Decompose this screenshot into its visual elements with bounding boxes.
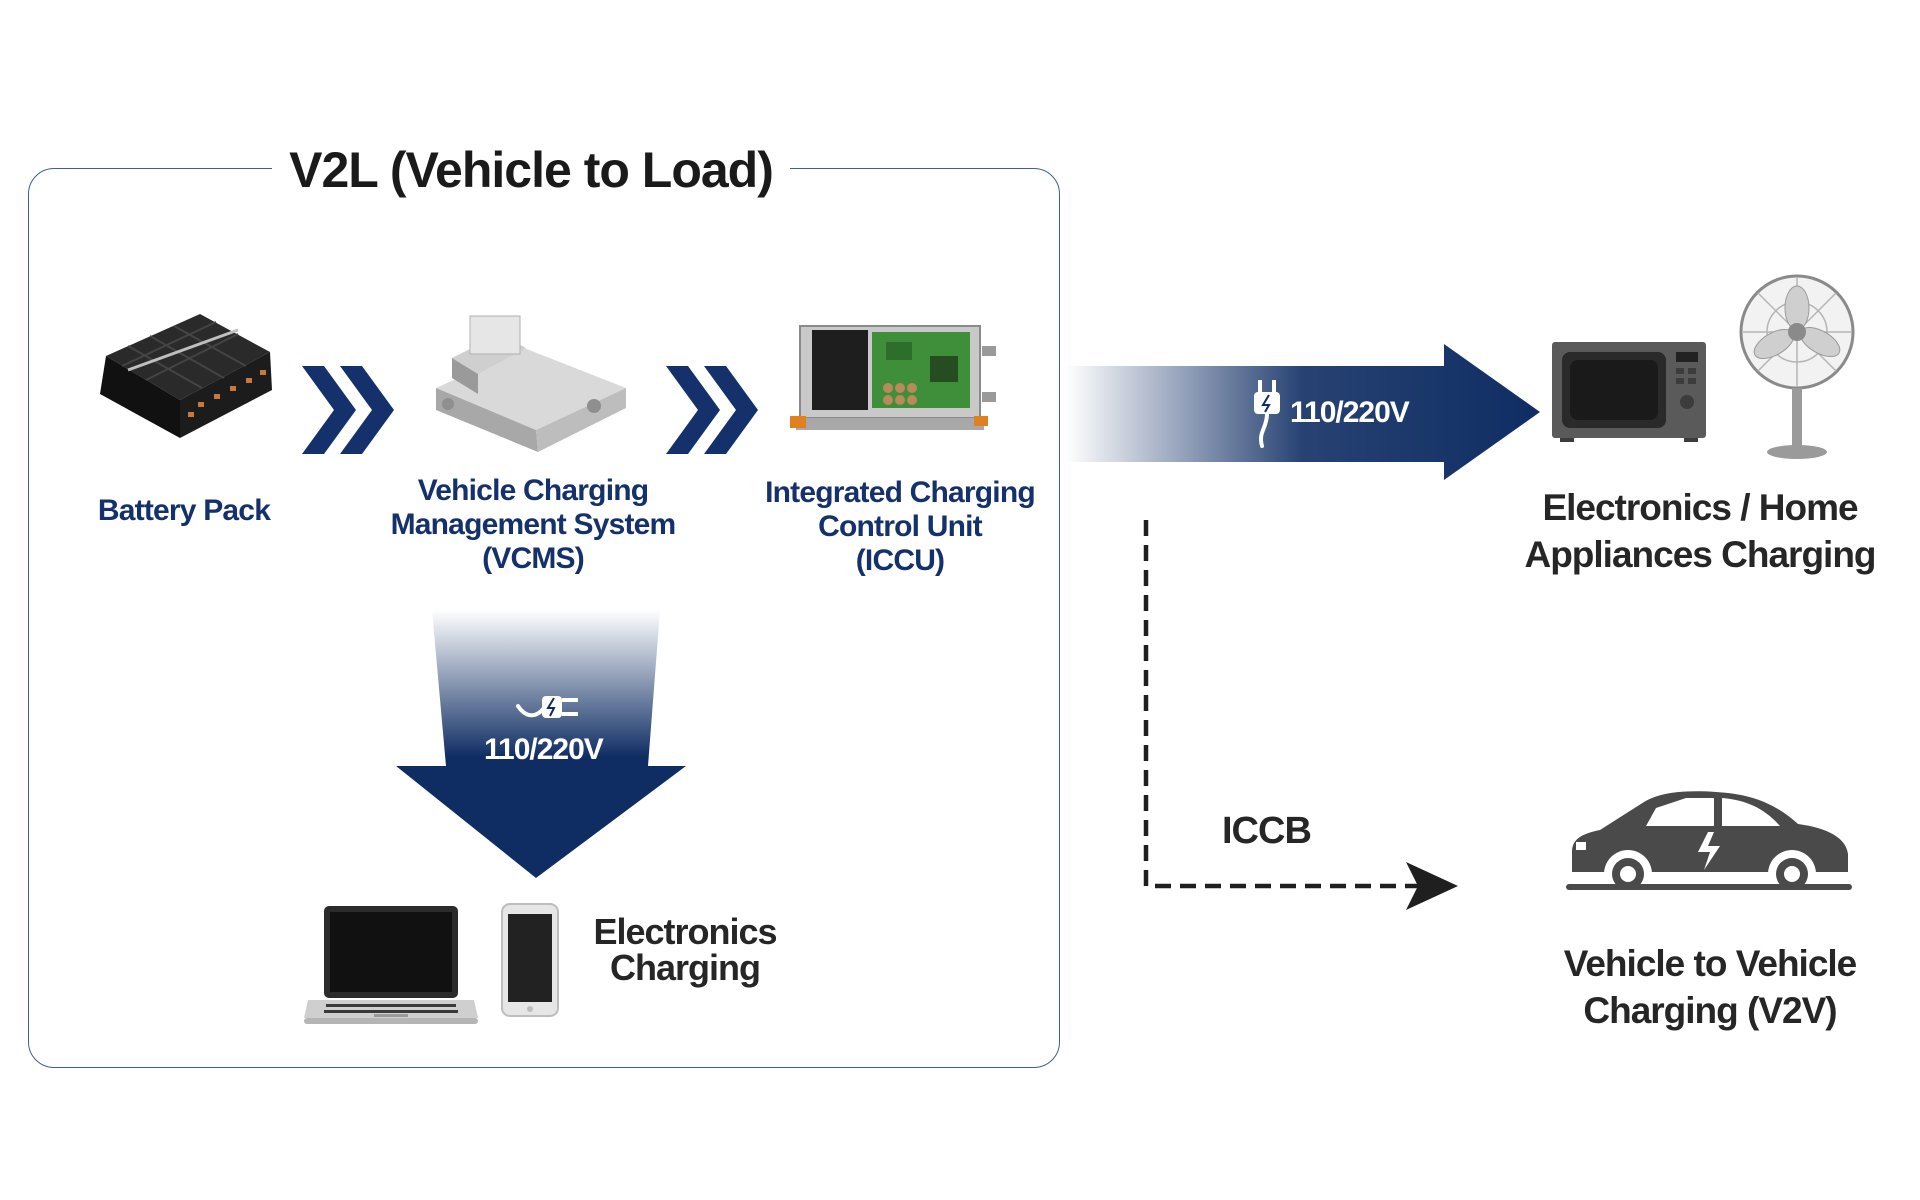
down-flow-arrow xyxy=(396,610,686,878)
chevron-right-icon xyxy=(666,366,758,454)
battery-pack-icon xyxy=(100,314,272,438)
home-appliances-label: Electronics / Home Appliances Charging xyxy=(1524,487,1876,575)
microwave-icon xyxy=(1552,342,1706,442)
iccb-label: ICCB xyxy=(1222,810,1312,852)
smartphone-icon xyxy=(501,903,559,1017)
battery-pack-label: Battery Pack xyxy=(97,494,271,527)
plug-icon xyxy=(1254,380,1280,448)
v2v-label: Vehicle to Vehicle Charging (V2V) xyxy=(1563,943,1858,1031)
iccu-label: Integrated Charging Control Unit (ICCU) xyxy=(765,476,1036,577)
plug-icon xyxy=(516,696,578,718)
vcms-unit-icon xyxy=(436,315,626,452)
down-voltage-label: 110/220V xyxy=(484,733,604,766)
car-icon xyxy=(1566,791,1852,898)
laptop-icon xyxy=(304,906,478,1024)
iccu-unit-icon xyxy=(790,325,996,430)
right-voltage-label: 110/220V xyxy=(1290,396,1410,429)
diagram-title: V2L (Vehicle to Load) xyxy=(272,138,790,202)
fan-icon xyxy=(1739,274,1855,459)
vcms-label: Vehicle Charging Management System (VCMS… xyxy=(390,474,677,575)
chevron-right-icon xyxy=(302,366,394,454)
iccb-dashed-arrow xyxy=(1143,520,1458,910)
right-flow-arrow xyxy=(1066,344,1540,480)
electronics-charging-label: Electronics Charging xyxy=(593,911,777,988)
